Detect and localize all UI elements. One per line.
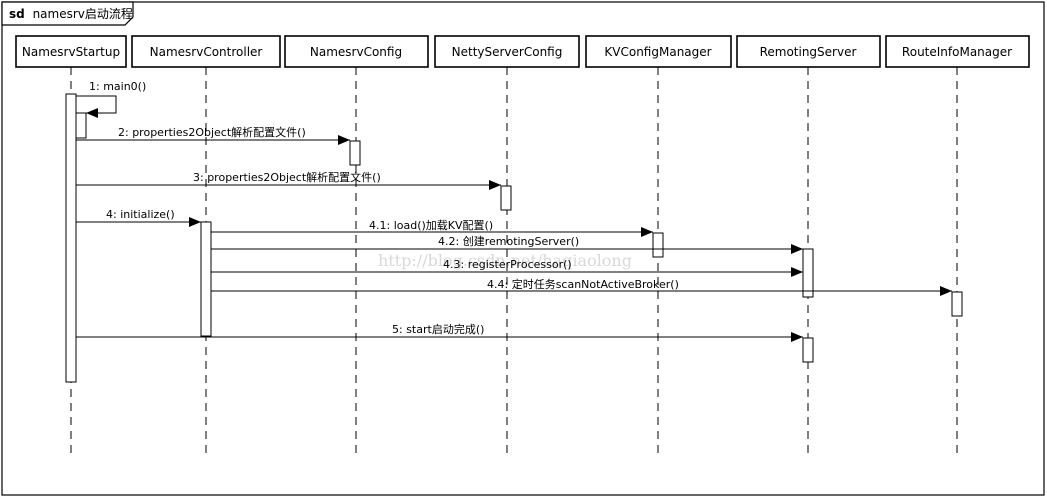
watermark-text: http://blog.csdn.net/haqiaolong [378, 251, 632, 270]
lifeline-label-controller: NamesrvController [150, 45, 263, 59]
message-4-4: 4.4: 定时任务scanNotActiveBroker() [211, 277, 952, 296]
lifeline-remoting: RemotingServer [736, 35, 881, 455]
lifeline-label-route: RouteInfoManager [902, 45, 1012, 59]
lifeline-controller: NamesrvController [131, 35, 281, 455]
lifeline-box-remoting [736, 35, 881, 68]
message-1-label: 1: main0() [89, 80, 146, 93]
activation-remoting-start [802, 337, 814, 363]
message-1-arrow [76, 95, 117, 118]
lifeline-label-startup: NamesrvStartup [22, 45, 120, 59]
lifeline-kv: KVConfigManager [585, 35, 732, 455]
message-4-2-label: 4.2: 创建remotingServer() [438, 234, 579, 248]
activation-startup-nested [75, 112, 87, 139]
lifeline-box-kv [585, 35, 732, 68]
lifeline-config: NamesrvConfig [284, 35, 429, 455]
lifeline-label-kv: KVConfigManager [604, 45, 711, 59]
lifeline-box-netty [434, 35, 580, 68]
lifeline-box-route [885, 35, 1030, 68]
message-3-label: 3: properties2Object解析配置文件() [193, 170, 381, 184]
message-1: 1: main0() [76, 80, 146, 118]
activation-netty [500, 185, 512, 211]
message-4-label: 4: initialize() [106, 208, 175, 221]
frame-title-tab [1, 1, 134, 26]
message-4: 4: initialize() [76, 208, 201, 227]
message-4-3-label: 4.3: registerProcessor() [443, 258, 572, 271]
frame-title: sd namesrv启动流程 [9, 6, 133, 21]
lifeline-box-startup [15, 35, 127, 68]
activation-controller [200, 221, 212, 337]
message-4-3: 4.3: registerProcessor() [211, 258, 803, 277]
activation-startup-main [65, 93, 77, 383]
message-4-4-label: 4.4: 定时任务scanNotActiveBroker() [487, 277, 679, 291]
message-2: 2: properties2Object解析配置文件() [76, 125, 350, 145]
frame-keyword: sd [9, 7, 25, 21]
activation-route [951, 291, 963, 317]
activation-config [349, 140, 361, 166]
frame-title-text: namesrv启动流程 [33, 6, 133, 21]
lifeline-label-remoting: RemotingServer [760, 45, 857, 59]
lifeline-label-config: NamesrvConfig [310, 45, 402, 59]
message-2-label: 2: properties2Object解析配置文件() [118, 125, 306, 139]
message-3: 3: properties2Object解析配置文件() [76, 170, 501, 190]
message-4-2: 4.2: 创建remotingServer() [211, 234, 803, 254]
lifeline-startup: NamesrvStartup [15, 35, 127, 455]
message-5: 5: start启动完成() [76, 322, 803, 342]
activation-kv [652, 232, 664, 258]
lifeline-box-controller [131, 35, 281, 68]
message-4-1-label: 4.1: load()加载KV配置() [369, 219, 493, 232]
lifeline-label-netty: NettyServerConfig [452, 45, 563, 59]
activation-remoting-init [802, 248, 814, 298]
lifeline-netty: NettyServerConfig [434, 35, 580, 455]
lifeline-box-config [284, 35, 429, 68]
message-4-1: 4.1: load()加载KV配置() [211, 219, 653, 237]
lifeline-route: RouteInfoManager [885, 35, 1030, 455]
message-5-label: 5: start启动完成() [392, 322, 484, 336]
